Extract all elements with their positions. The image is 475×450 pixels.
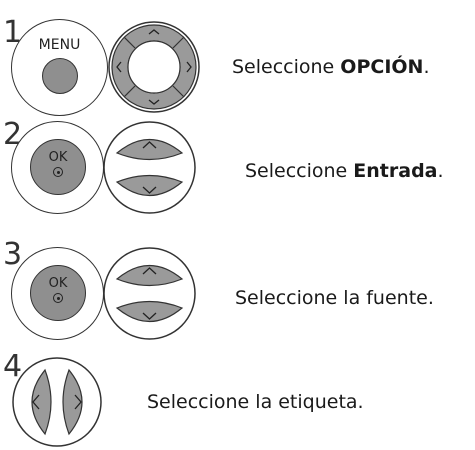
step-1: 1 MENU Seleccione OPCIÓN. [0, 0, 475, 120]
step-number: 3 [3, 237, 23, 272]
step-4: 4 Seleccione la etiqueta. [0, 349, 475, 450]
step-2-instruction: Seleccione Entrada. [245, 160, 444, 182]
ok-dot-icon [53, 167, 63, 177]
ok-button-label: OK [48, 150, 68, 165]
ok-dot-icon [53, 293, 63, 303]
step-number: 1 [3, 15, 23, 50]
step-1-instruction: Seleccione OPCIÓN. [232, 56, 430, 78]
menu-name-bold: OPCIÓN [340, 56, 424, 78]
step-2: 2 OK Seleccione Entrada. [0, 120, 475, 230]
ok-button-label: OK [48, 276, 68, 291]
step-4-instruction: Seleccione la etiqueta. [147, 391, 364, 413]
up-down-arrow-keys-icon[interactable] [103, 247, 196, 340]
step-3-instruction: Seleccione la fuente. [235, 287, 434, 309]
up-down-arrow-keys-icon[interactable] [103, 121, 196, 214]
step-number: 4 [3, 349, 23, 384]
left-right-arrow-keys-icon[interactable] [12, 357, 102, 447]
menu-name-bold: Entrada [353, 160, 438, 182]
menu-button-label: MENU [38, 37, 81, 53]
four-way-navigation-icon[interactable] [108, 19, 200, 115]
step-3: 3 OK Seleccione la fuente. [0, 240, 475, 345]
menu-button[interactable] [42, 58, 78, 94]
